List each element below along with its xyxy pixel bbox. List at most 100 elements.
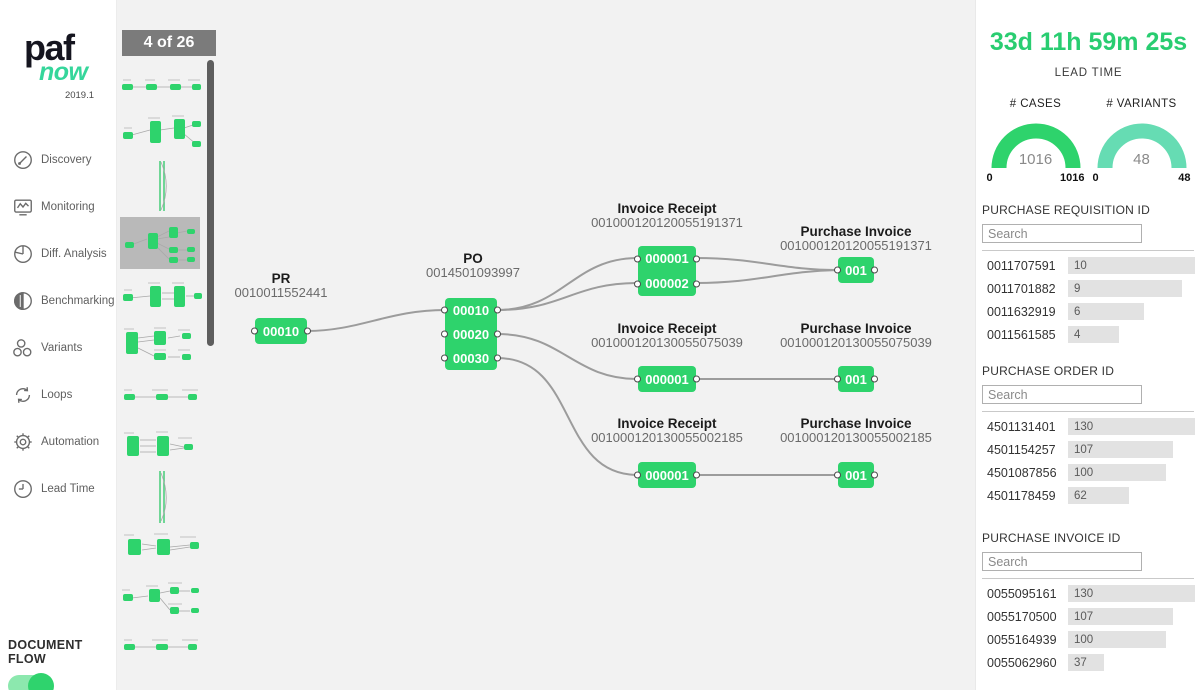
diff-analysis-icon: [10, 241, 36, 267]
bar-track: 100: [1068, 631, 1195, 648]
node-item[interactable]: 001: [834, 366, 878, 392]
node-title: PO: [463, 251, 483, 266]
sidebar-item-monitoring[interactable]: Monitoring: [0, 183, 117, 230]
sidebar-item-automation[interactable]: Automation: [0, 418, 117, 465]
thumbnail-5[interactable]: [119, 281, 204, 313]
sidebar-item-label: Discovery: [41, 153, 92, 166]
pafnow-logo: paf now 2019.1: [24, 27, 94, 102]
logo-now-text: now: [39, 58, 88, 87]
row-id: 4501087856: [987, 465, 1057, 480]
sidebar-item-loops[interactable]: Loops: [0, 371, 117, 418]
node-item[interactable]: 00010: [441, 298, 501, 322]
requisition-search-input[interactable]: [982, 224, 1142, 243]
thumbnail-6[interactable]: [119, 326, 204, 366]
cases-gauge: # CASES 1016 0 1016: [983, 98, 1088, 184]
bar-track: 100: [1068, 464, 1195, 481]
invoice-search-input[interactable]: [982, 552, 1142, 571]
sidebar-item-diff-analysis[interactable]: Diff. Analysis: [0, 230, 117, 277]
thumbnail-1[interactable]: [119, 76, 204, 94]
list-item[interactable]: 0011632919 6: [982, 303, 1195, 320]
node-subtitle: 001000120120055191371: [591, 215, 743, 231]
list-item[interactable]: 4501154257 107: [982, 441, 1195, 458]
thumbnail-8[interactable]: [119, 430, 204, 462]
thumbnail-11[interactable]: [119, 580, 204, 620]
list-item[interactable]: 0011701882 9: [982, 280, 1195, 297]
thumbnail-3[interactable]: [119, 160, 204, 212]
row-id: 0055164939: [987, 632, 1057, 647]
main-canvas: 4 of 26: [117, 0, 975, 690]
list-item[interactable]: 0055164939 100: [982, 631, 1195, 648]
node-item[interactable]: 00020: [441, 322, 501, 346]
po-node[interactable]: 00010 00020 00030: [441, 298, 501, 370]
list-item[interactable]: 0011561585 4: [982, 326, 1195, 343]
node-subtitle: 001000120130055075039: [780, 335, 932, 351]
list-item[interactable]: 4501131401 130: [982, 418, 1195, 435]
value-bar: 130: [1068, 418, 1195, 435]
sidebar-item-variants[interactable]: Variants: [0, 324, 117, 371]
port-dot: [304, 327, 311, 335]
document-flow-toggle[interactable]: [8, 673, 54, 690]
port-dot: [693, 375, 700, 383]
invoice-receipt-2-node[interactable]: 000001: [634, 366, 700, 392]
thumbnail-7[interactable]: [119, 386, 204, 404]
invoice-receipt-3-label: Invoice Receipt 001000120130055002185: [552, 416, 782, 445]
order-search-input[interactable]: [982, 385, 1142, 404]
sidebar-item-lead-time[interactable]: Lead Time: [0, 465, 117, 512]
purchase-invoice-2-node[interactable]: 001: [834, 366, 878, 392]
thumbnail-10[interactable]: [119, 532, 204, 562]
list-item[interactable]: 0055170500 107: [982, 608, 1195, 625]
node-item[interactable]: 000001: [634, 246, 700, 271]
purchase-requisition-section: PURCHASE REQUISITION ID 0011707591 10 00…: [982, 203, 1195, 343]
value-bar: 9: [1068, 280, 1183, 297]
thumbnail-4-selected[interactable]: [120, 217, 200, 269]
cases-gauge-label: # CASES: [1009, 98, 1062, 110]
list-item[interactable]: 0011707591 10: [982, 257, 1195, 274]
invoice-receipt-3-node[interactable]: 000001: [634, 462, 700, 488]
thumbnail-scrollbar[interactable]: [207, 60, 214, 346]
toggle-knob: [28, 673, 54, 690]
node-item[interactable]: 000002: [634, 271, 700, 296]
port-dot: [871, 471, 878, 479]
port-dot: [693, 280, 700, 287]
thumbnail-12[interactable]: [119, 636, 204, 654]
pr-node[interactable]: 00010: [251, 318, 311, 344]
monitoring-icon: [10, 194, 36, 220]
purchase-invoice-1-node[interactable]: 001: [834, 257, 878, 283]
node-item[interactable]: 001: [834, 257, 878, 283]
sidebar-item-discovery[interactable]: Discovery: [0, 136, 117, 183]
node-item[interactable]: 00010: [251, 318, 311, 344]
port-dot: [634, 280, 641, 287]
port-dot: [441, 354, 448, 362]
thumbnail-9[interactable]: [119, 470, 204, 524]
thumbnail-2[interactable]: [119, 114, 204, 158]
divider: [982, 411, 1194, 412]
port-dot: [834, 471, 841, 479]
list-item[interactable]: 4501087856 100: [982, 464, 1195, 481]
value-bar: 4: [1068, 326, 1119, 343]
purchase-invoice-3-node[interactable]: 001: [834, 462, 878, 488]
bar-track: 130: [1068, 418, 1195, 435]
flow-edges: [306, 257, 839, 476]
port-dot: [834, 375, 841, 383]
sidebar-menu: Discovery Monitoring Diff. Analysis Benc…: [0, 136, 117, 512]
logo-version: 2019.1: [64, 90, 94, 102]
node-subtitle: 001000120130055002185: [780, 430, 932, 446]
sidebar-item-benchmarking[interactable]: Benchmarking: [0, 277, 117, 324]
node-item[interactable]: 001: [834, 462, 878, 488]
logo-paf-text: paf: [24, 27, 75, 68]
node-item[interactable]: 000001: [634, 462, 700, 488]
sidebar-item-label: Variants: [41, 341, 83, 354]
bar-value: 100: [1074, 466, 1094, 479]
cases-gauge-value: 1016: [1018, 151, 1053, 168]
node-title: Purchase Invoice: [800, 416, 912, 431]
list-item[interactable]: 0055062960 37: [982, 654, 1195, 671]
bar-track: 62: [1068, 487, 1195, 504]
sidebar-item-label: Monitoring: [41, 200, 95, 213]
node-item[interactable]: 000001: [634, 366, 700, 392]
node-item[interactable]: 00030: [441, 346, 501, 370]
list-item[interactable]: 4501178459 62: [982, 487, 1195, 504]
list-item[interactable]: 0055095161 130: [982, 585, 1195, 602]
node-item-label: 000002: [645, 276, 689, 291]
invoice-receipt-1-node[interactable]: 000001 000002: [634, 246, 700, 296]
gauge-max: 1016: [1060, 172, 1085, 184]
